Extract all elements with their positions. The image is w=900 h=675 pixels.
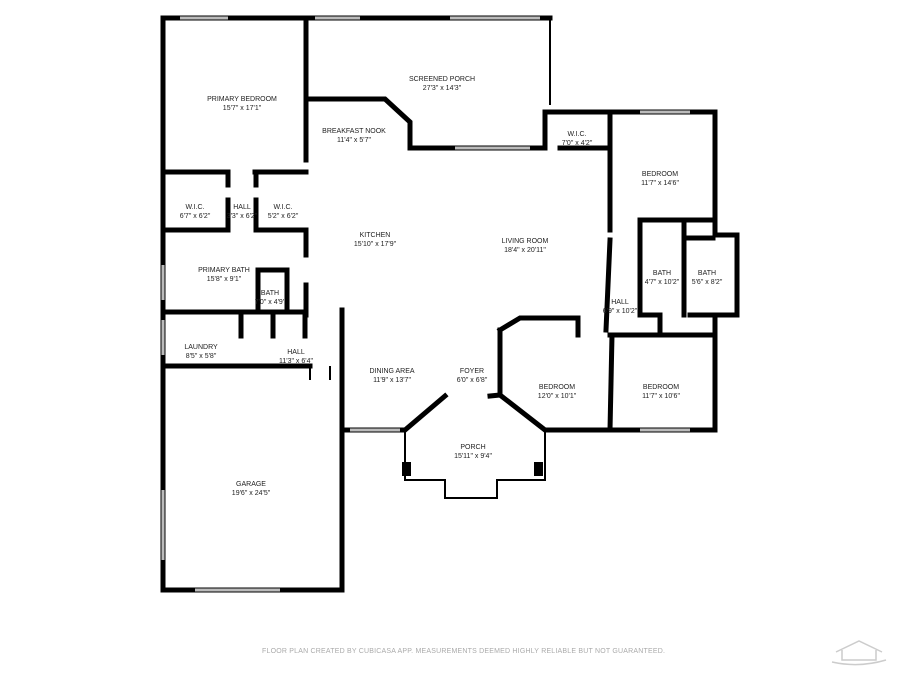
- room-name: BEDROOM: [538, 384, 576, 391]
- room-name: W.I.C.: [273, 204, 293, 211]
- room-name: HALL: [233, 204, 251, 211]
- room-name: HALL: [287, 349, 305, 356]
- room-dimensions: 8'5" x 5'8": [185, 353, 217, 360]
- room-label: BREAKFAST NOOK 11'4" x 5'7": [322, 127, 386, 145]
- room-label: HALL 6'9" x 10'2": [603, 298, 638, 316]
- room-label: PRIMARY BATH 15'8" x 9'1": [198, 266, 250, 284]
- room-name: BREAKFAST NOOK: [322, 128, 386, 135]
- room-label: BEDROOM 11'7" x 14'6": [641, 170, 679, 188]
- room-label: W.I.C. 7'0" x 4'2": [562, 130, 593, 148]
- room-dimensions: 3'3" x 6'2": [226, 213, 258, 220]
- room-dimensions: 15'10" x 17'9": [353, 241, 397, 248]
- room-label: HALL 11'3" x 6'4": [279, 348, 313, 366]
- room-label: PORCH 15'11" x 9'4": [454, 443, 492, 461]
- room-name: LAUNDRY: [184, 344, 218, 351]
- house-watermark-logo: [831, 640, 887, 666]
- room-dimensions: 6'0" x 6'8": [456, 377, 488, 384]
- room-dimensions: 11'9" x 13'7": [373, 377, 411, 384]
- room-dimensions: 11'3" x 6'4": [279, 358, 313, 365]
- room-name: W.I.C.: [185, 204, 205, 211]
- windows: [161, 16, 690, 592]
- room-name: BATH: [697, 270, 717, 277]
- room-label: LIVING ROOM 18'4" x 20'11": [502, 237, 549, 255]
- room-name: BATH: [260, 290, 280, 297]
- room-dimensions: 5'6" x 8'2": [691, 279, 723, 286]
- room-name: SCREENED PORCH: [408, 76, 476, 83]
- room-name: W.I.C.: [567, 131, 587, 138]
- room-name: LIVING ROOM: [501, 238, 549, 245]
- room-name: KITCHEN: [359, 232, 391, 239]
- room-label: BATH 4'7" x 10'2": [645, 269, 680, 287]
- room-dimensions: 15'11" x 9'4": [454, 453, 492, 460]
- room-dimensions: 6'7" x 6'2": [179, 213, 211, 220]
- room-label: BATH 7'0" x 4'9": [255, 289, 286, 307]
- room-name: HALL: [611, 299, 629, 306]
- room-name: PORCH: [460, 444, 486, 451]
- room-dimensions: 15'7" x 17'1": [222, 105, 262, 112]
- room-dimensions: 5'2" x 6'2": [267, 213, 299, 220]
- room-name: PRIMARY BEDROOM: [207, 96, 277, 103]
- room-label: KITCHEN 15'10" x 17'9": [354, 231, 396, 249]
- room-label: W.I.C. 5'2" x 6'2": [268, 203, 299, 221]
- room-label: PRIMARY BEDROOM 15'7" x 17'1": [207, 95, 277, 113]
- porch-column: [402, 462, 411, 476]
- room-name: BEDROOM: [641, 171, 679, 178]
- room-dimensions: 11'7" x 14'6": [641, 180, 679, 187]
- room-name: PRIMARY BATH: [198, 267, 250, 274]
- room-name: FOYER: [459, 368, 485, 375]
- room-dimensions: 12'0" x 10'1": [537, 393, 577, 400]
- room-label: BEDROOM 12'0" x 10'1": [538, 383, 576, 401]
- room-label: W.I.C. 6'7" x 6'2": [180, 203, 211, 221]
- room-dimensions: 7'0" x 4'9": [254, 299, 286, 306]
- room-label: GARAGE 19'6" x 24'5": [232, 480, 270, 498]
- room-dimensions: 19'6" x 24'5": [231, 490, 271, 497]
- room-label: SCREENED PORCH 27'3" x 14'3": [409, 75, 475, 93]
- room-name: DINING AREA: [369, 368, 415, 375]
- room-dimensions: 27'3" x 14'3": [422, 85, 462, 92]
- room-dimensions: 15'8" x 9'1": [206, 276, 242, 283]
- room-dimensions: 6'9" x 10'2": [602, 308, 638, 315]
- room-dimensions: 4'7" x 10'2": [644, 279, 680, 286]
- room-label: BATH 5'6" x 8'2": [692, 269, 723, 287]
- room-dimensions: 18'4" x 20'11": [504, 247, 546, 254]
- room-label: DINING AREA 11'9" x 13'7": [369, 367, 414, 385]
- porch-column: [534, 462, 543, 476]
- room-label: BEDROOM 11'7" x 10'6": [642, 383, 680, 401]
- room-label: HALL 3'3" x 6'2": [227, 203, 258, 221]
- room-dimensions: 11'4" x 5'7": [337, 137, 371, 144]
- room-name: BEDROOM: [642, 384, 680, 391]
- footer-disclaimer: FLOOR PLAN CREATED BY CUBICASA APP. MEAS…: [262, 648, 666, 655]
- room-dimensions: 7'0" x 4'2": [561, 140, 593, 147]
- room-name: GARAGE: [236, 481, 266, 488]
- room-label: FOYER 6'0" x 6'8": [457, 367, 488, 385]
- room-label: LAUNDRY 8'5" x 5'8": [184, 343, 217, 361]
- room-dimensions: 11'7" x 10'6": [642, 393, 680, 400]
- room-name: BATH: [652, 270, 672, 277]
